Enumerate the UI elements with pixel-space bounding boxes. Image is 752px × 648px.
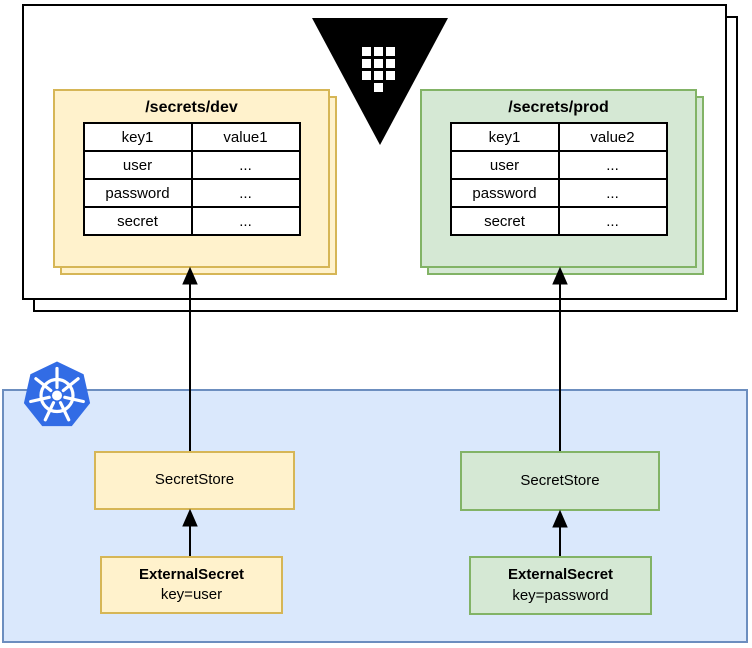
secrets-dev-card: /secrets/dev key1 value1 user ... passwo… <box>53 89 337 275</box>
external-secret-prod-key: key=password <box>512 586 609 604</box>
secrets-dev-table: key1 value1 user ... password ... secret… <box>82 122 301 236</box>
secrets-prod-table: key1 value2 user ... password ... secret… <box>449 122 668 236</box>
table-row: user ... <box>82 150 301 180</box>
table-cell: ... <box>190 206 301 236</box>
table-cell: ... <box>190 150 301 180</box>
table-cell: secret <box>82 206 193 236</box>
table-cell: key1 <box>82 122 193 152</box>
table-cell: password <box>449 178 560 208</box>
secret-store-dev-label: SecretStore <box>154 471 235 489</box>
table-row: password ... <box>82 178 301 208</box>
table-cell: user <box>82 150 193 180</box>
external-secret-dev-key: key=user <box>160 586 223 603</box>
table-cell: value2 <box>557 122 668 152</box>
table-cell: user <box>449 150 560 180</box>
table-row: secret ... <box>82 206 301 236</box>
secret-store-dev-box: SecretStore <box>94 451 295 510</box>
table-cell: key1 <box>449 122 560 152</box>
table-row: key1 value2 <box>449 122 668 152</box>
kubernetes-logo-icon <box>23 361 91 427</box>
secrets-dev-card-front: /secrets/dev key1 value1 user ... passwo… <box>53 89 330 268</box>
table-row: key1 value1 <box>82 122 301 152</box>
secrets-prod-title: /secrets/prod <box>508 99 609 116</box>
table-cell: ... <box>557 150 668 180</box>
secret-store-prod-box: SecretStore <box>460 451 660 511</box>
table-cell: value1 <box>190 122 301 152</box>
secrets-prod-card-front: /secrets/prod key1 value2 user ... passw… <box>420 89 697 268</box>
vault-logo-icon <box>312 18 448 145</box>
table-cell: ... <box>557 206 668 236</box>
table-cell: secret <box>449 206 560 236</box>
table-row: password ... <box>449 178 668 208</box>
table-row: secret ... <box>449 206 668 236</box>
table-row: user ... <box>449 150 668 180</box>
external-secret-prod-label: ExternalSecret <box>507 566 614 584</box>
table-cell: ... <box>190 178 301 208</box>
external-secret-dev-box: ExternalSecret key=user <box>100 556 283 614</box>
secrets-dev-title: /secrets/dev <box>145 99 238 116</box>
secrets-prod-card: /secrets/prod key1 value2 user ... passw… <box>420 89 704 275</box>
external-secret-dev-label: ExternalSecret <box>138 565 245 583</box>
table-cell: ... <box>557 178 668 208</box>
secret-store-prod-label: SecretStore <box>520 471 600 489</box>
table-cell: password <box>82 178 193 208</box>
external-secret-prod-box: ExternalSecret key=password <box>469 556 652 615</box>
